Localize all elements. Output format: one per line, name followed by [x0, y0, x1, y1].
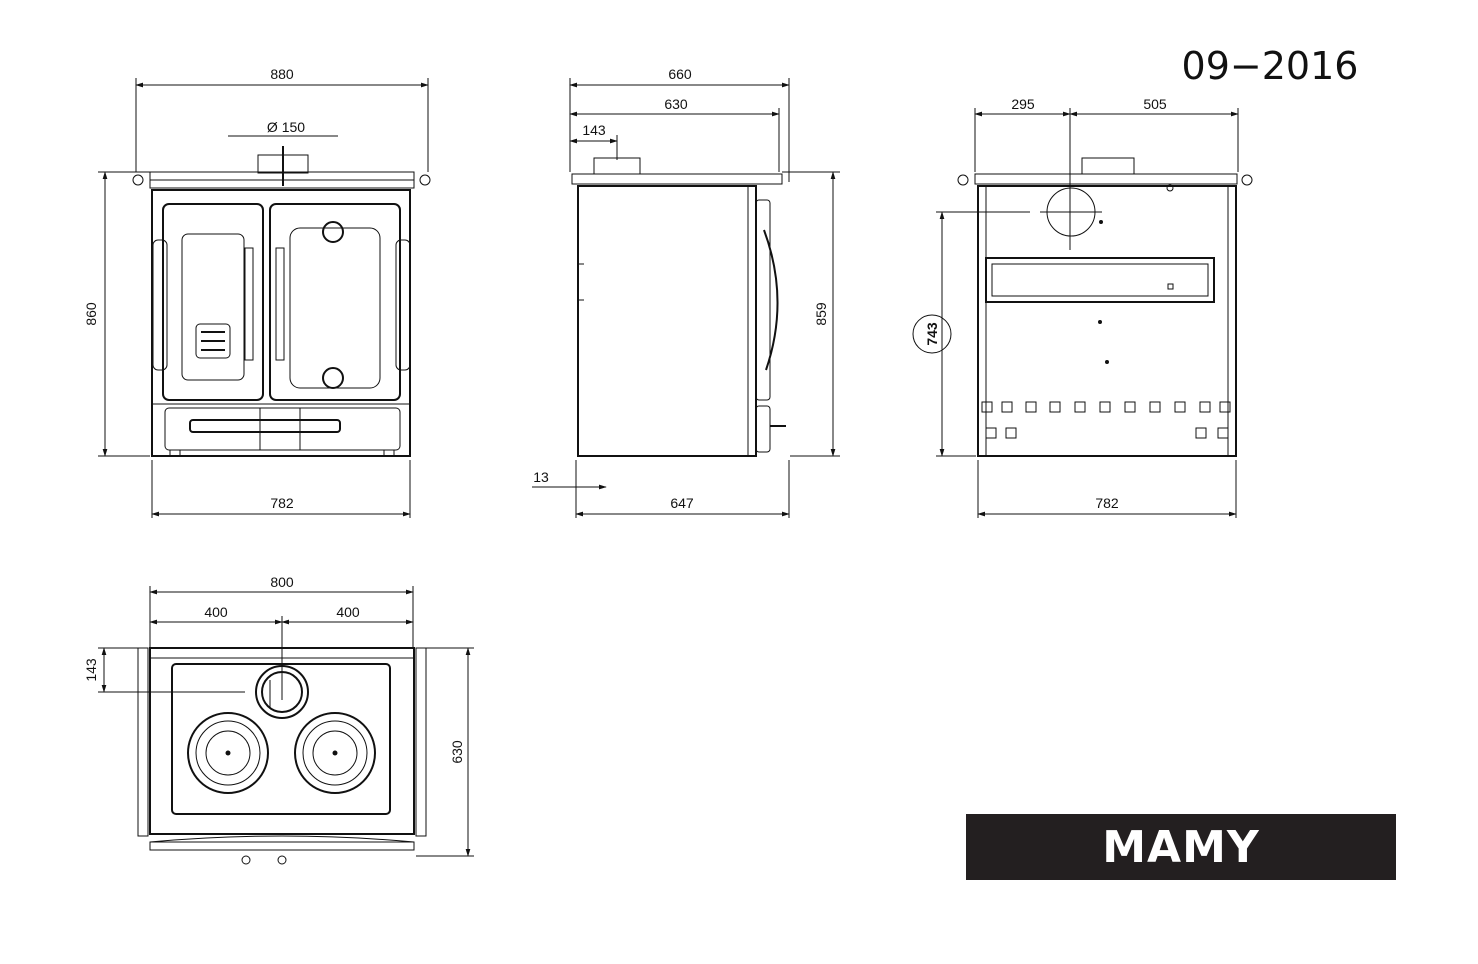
dim-rear-width-base: 782 — [1095, 495, 1119, 511]
date-code: 09−2016 — [1181, 44, 1359, 88]
dim-plan-width: 800 — [270, 574, 294, 590]
dim-front-width-base: 782 — [270, 495, 294, 511]
rear-view: 295 505 — [912, 96, 1253, 518]
front-view: 880 Ø 150 — [83, 66, 431, 518]
dim-side-depth-total: 660 — [668, 66, 692, 82]
dim-side-depth-top: 630 — [664, 96, 688, 112]
dim-side-depth-base: 647 — [670, 495, 694, 511]
rear-vent-row — [981, 401, 1231, 439]
dim-front-height: 860 — [83, 302, 99, 326]
dim-side-flue-offset: 143 — [582, 122, 606, 138]
dim-side-foot-offset: 13 — [533, 469, 549, 485]
dim-rear-left-offset: 295 — [1011, 96, 1035, 112]
dim-rear-right-offset: 505 — [1143, 96, 1167, 112]
dim-plan-flue-offset: 143 — [83, 658, 99, 682]
dim-flue-diameter: Ø 150 — [267, 119, 305, 135]
brand-label: MAMY — [966, 814, 1396, 880]
dim-plan-depth: 630 — [449, 740, 465, 764]
dim-plan-half-right: 400 — [336, 604, 360, 620]
dim-rear-flue-height: 743 — [924, 322, 940, 346]
dim-side-height: 859 — [813, 302, 829, 326]
side-view: 660 630 143 859 13 647 — [532, 66, 840, 518]
plan-view: 800 400 400 143 — [83, 574, 474, 865]
dim-plan-half-left: 400 — [204, 604, 228, 620]
dim-front-width-top: 880 — [270, 66, 294, 82]
